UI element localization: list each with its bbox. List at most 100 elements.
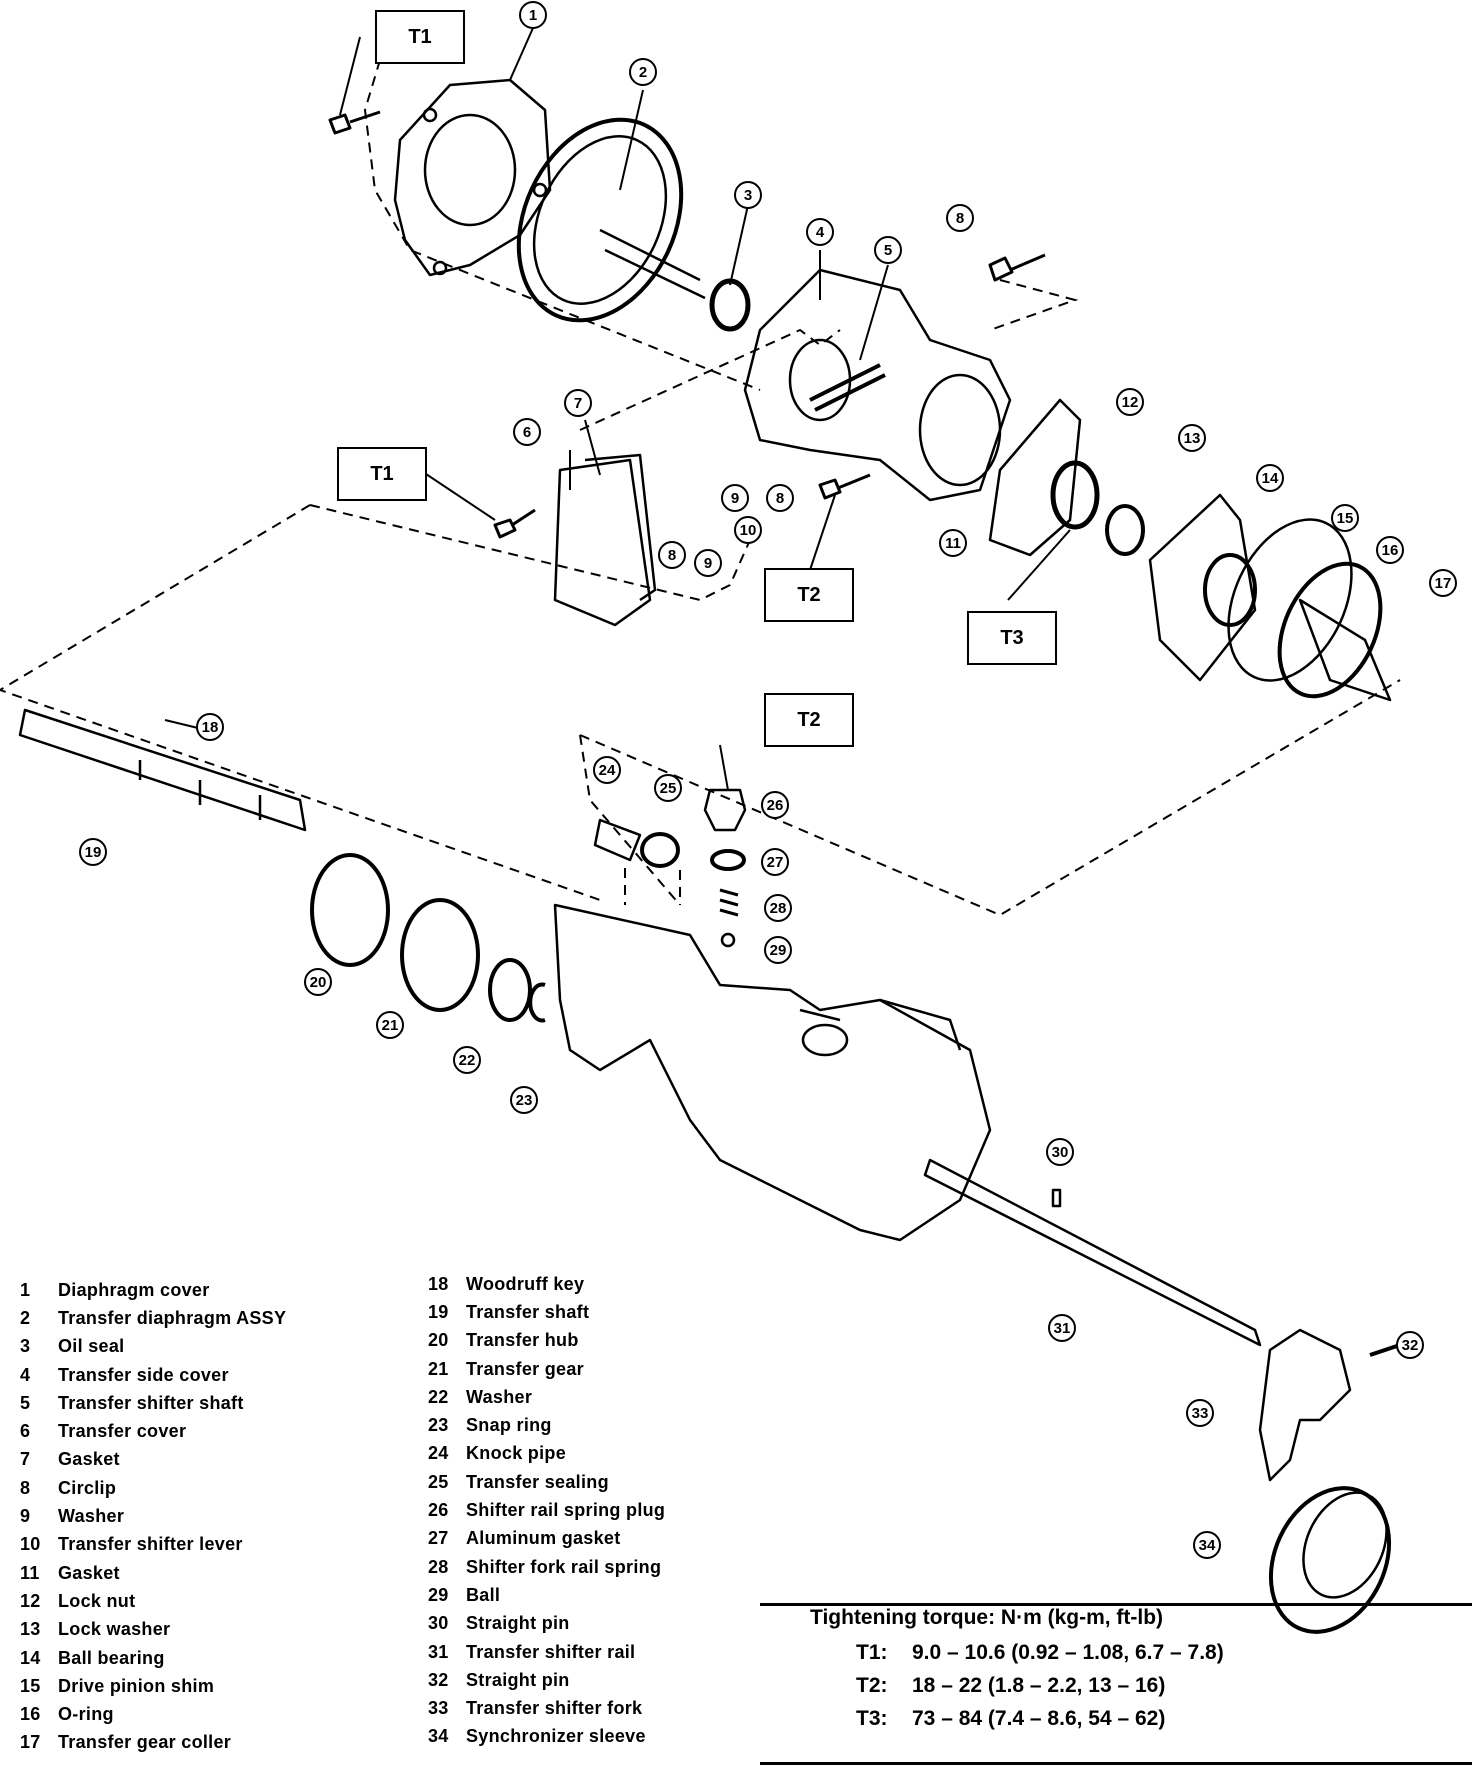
transfer-diaphragm bbox=[516, 117, 706, 323]
legend-part-name: Woodruff key bbox=[466, 1273, 585, 1294]
legend-part-name: Lock washer bbox=[58, 1619, 171, 1640]
diaphragm-cover bbox=[393, 78, 552, 277]
legend-number: 15 bbox=[20, 1675, 41, 1696]
legend-number: 13 bbox=[20, 1619, 41, 1640]
legend-row: 29 Ball bbox=[428, 1581, 665, 1609]
callout-13: 13 bbox=[1178, 424, 1206, 452]
shifter-fork bbox=[1258, 1328, 1352, 1482]
legend-part-name: Transfer gear coller bbox=[58, 1732, 232, 1753]
straight-pin-32 bbox=[1369, 1343, 1401, 1357]
legend-number: 14 bbox=[20, 1647, 41, 1668]
callout-16: 16 bbox=[1376, 536, 1404, 564]
legend-part-name: Washer bbox=[466, 1386, 533, 1407]
callout-26: 26 bbox=[761, 791, 789, 819]
legend-number: 10 bbox=[20, 1534, 41, 1555]
legend-number: 27 bbox=[428, 1528, 449, 1549]
legend-part-name: Drive pinion shim bbox=[58, 1675, 215, 1696]
callout-1: 1 bbox=[519, 1, 547, 29]
callout-14: 14 bbox=[1256, 464, 1284, 492]
legend-number: 3 bbox=[20, 1336, 31, 1357]
legend-row: 5 Transfer shifter shaft bbox=[20, 1389, 286, 1417]
callout-28: 28 bbox=[764, 894, 792, 922]
ball-bearing-housing bbox=[1148, 493, 1257, 682]
callout-6: 6 bbox=[513, 418, 541, 446]
callout-5: 5 bbox=[874, 236, 902, 264]
tightening-heading: Tightening torque: N·m (kg-m, ft-lb) bbox=[810, 1606, 1164, 1629]
legend-part-name: Transfer sealing bbox=[466, 1471, 609, 1492]
legend-part-name: Shifter fork rail spring bbox=[466, 1556, 662, 1577]
callout-27: 27 bbox=[761, 848, 789, 876]
torque-row-value: 73 – 84 (7.4 – 8.6, 54 – 62) bbox=[912, 1706, 1166, 1730]
transfer-shaft bbox=[18, 708, 307, 832]
transfer-cover bbox=[553, 458, 652, 627]
washer-22 bbox=[488, 958, 532, 1022]
callout-18: 18 bbox=[196, 713, 224, 741]
legend-part-name: Gasket bbox=[58, 1562, 120, 1583]
transfer-gear bbox=[400, 898, 480, 1012]
legend-number: 24 bbox=[428, 1443, 449, 1464]
legend-part-name: Ball bbox=[466, 1584, 501, 1605]
torque-box-t2-mid: T2 bbox=[764, 568, 854, 622]
legend-number: 22 bbox=[428, 1386, 449, 1407]
transmission-case bbox=[553, 903, 992, 1242]
transfer-side-cover bbox=[743, 268, 1012, 502]
legend-part-name: Knock pipe bbox=[466, 1443, 567, 1464]
torque-row-t1: T1:9.0 – 10.6 (0.92 – 1.08, 6.7 – 7.8) bbox=[810, 1636, 1224, 1669]
bolt-t2-mid bbox=[818, 473, 871, 500]
legend-number: 32 bbox=[428, 1669, 449, 1690]
legend-number: 7 bbox=[20, 1449, 31, 1470]
legend-part-name: Shifter rail spring plug bbox=[466, 1500, 666, 1521]
callout-19: 19 bbox=[79, 838, 107, 866]
legend-part-name: Transfer shifter lever bbox=[58, 1534, 243, 1555]
legend-part-name: Straight pin bbox=[466, 1613, 570, 1634]
callout-9: 9 bbox=[721, 484, 749, 512]
legend-part-name: Synchronizer sleeve bbox=[466, 1726, 646, 1747]
legend-number: 20 bbox=[428, 1330, 449, 1351]
o-ring bbox=[1277, 561, 1383, 699]
legend-part-name: Washer bbox=[58, 1506, 125, 1527]
callout-21: 21 bbox=[376, 1011, 404, 1039]
legend-number: 12 bbox=[20, 1590, 41, 1611]
torque-row-value: 9.0 – 10.6 (0.92 – 1.08, 6.7 – 7.8) bbox=[912, 1640, 1224, 1664]
rail-spring bbox=[719, 888, 739, 917]
legend-number: 29 bbox=[428, 1584, 449, 1605]
legend-number: 33 bbox=[428, 1698, 449, 1719]
ball-29 bbox=[720, 932, 736, 948]
legend-row: 10 Transfer shifter lever bbox=[20, 1531, 286, 1559]
legend-part-name: Transfer diaphragm ASSY bbox=[58, 1307, 287, 1328]
torque-box-t1-mid: T1 bbox=[337, 447, 427, 501]
callout-7: 7 bbox=[564, 389, 592, 417]
oil-seal bbox=[709, 278, 751, 332]
callout-2: 2 bbox=[629, 58, 657, 86]
legend-number: 25 bbox=[428, 1471, 449, 1492]
legend-number: 23 bbox=[428, 1415, 449, 1436]
torque-box-t3: T3 bbox=[967, 611, 1057, 665]
callout-30: 30 bbox=[1046, 1138, 1074, 1166]
callout-24: 24 bbox=[593, 756, 621, 784]
legend-number: 5 bbox=[20, 1392, 31, 1413]
callout-11: 11 bbox=[939, 529, 967, 557]
legend-number: 9 bbox=[20, 1506, 31, 1527]
legend-part-name: Transfer shifter shaft bbox=[58, 1392, 244, 1413]
torque-row-value: 18 – 22 (1.8 – 2.2, 13 – 16) bbox=[912, 1673, 1166, 1697]
callout-8: 8 bbox=[658, 541, 686, 569]
callout-8: 8 bbox=[946, 204, 974, 232]
legend-number: 28 bbox=[428, 1556, 449, 1577]
callout-31: 31 bbox=[1048, 1314, 1076, 1342]
legend-part-name: O-ring bbox=[58, 1704, 114, 1725]
straight-pin-30 bbox=[1051, 1188, 1062, 1208]
legend-part-name: Ball bearing bbox=[58, 1647, 165, 1668]
legend-number: 21 bbox=[428, 1358, 449, 1379]
